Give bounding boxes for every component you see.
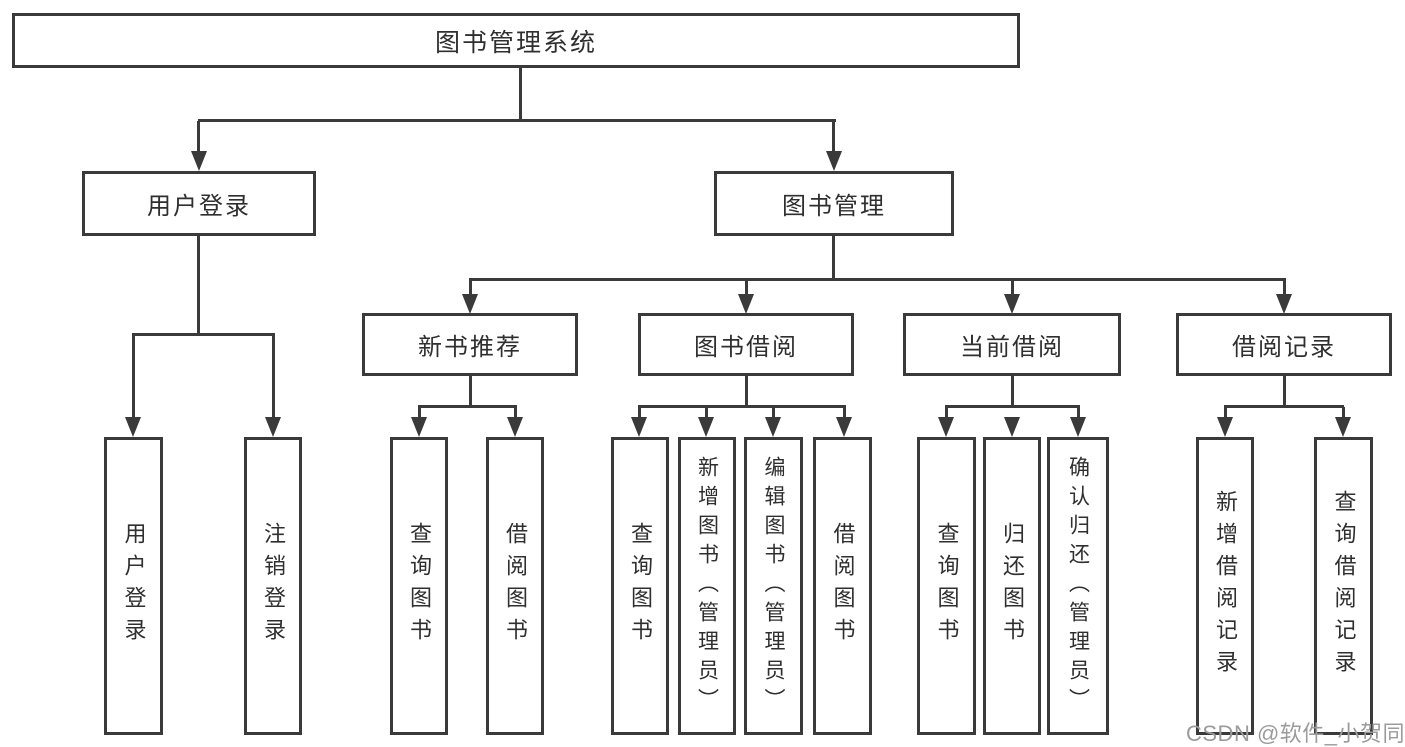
node-borrow-record-label: 借阅记录 <box>1232 334 1336 361</box>
leaf-confirm-return-admin: 确认归还（管理员） <box>1047 437 1109 735</box>
connector-line <box>1077 407 1080 418</box>
connector-line <box>638 405 846 408</box>
connector-line <box>272 335 275 418</box>
arrow-down-icon <box>507 417 523 437</box>
arrow-down-icon <box>462 294 478 314</box>
arrow-down-icon <box>698 417 714 437</box>
arrow-down-icon <box>836 417 852 437</box>
leaf-current-query: 查询图书 <box>917 437 976 735</box>
connector-line <box>132 335 135 418</box>
connector-line <box>418 405 517 408</box>
leaf-logout: 注销登录 <box>244 437 302 735</box>
node-book-management-label: 图书管理 <box>782 193 886 220</box>
node-new-book-recommend-label: 新书推荐 <box>418 334 522 361</box>
node-book-borrow: 图书借阅 <box>638 313 854 376</box>
connector-line <box>469 278 1286 281</box>
connector-line <box>1224 407 1227 418</box>
arrow-down-icon <box>125 417 141 437</box>
connector-line <box>1011 280 1014 295</box>
arrow-down-icon <box>765 417 781 437</box>
leaf-return-book-label: 归还图书 <box>1000 522 1025 650</box>
arrow-down-icon <box>1335 417 1351 437</box>
arrow-down-icon <box>1004 294 1020 314</box>
connector-line <box>1011 376 1014 407</box>
connector-line <box>832 235 835 280</box>
connector-line <box>745 280 748 295</box>
connector-line <box>1342 407 1345 418</box>
leaf-borrow-query: 查询图书 <box>611 437 669 735</box>
connector-line <box>514 407 517 418</box>
leaf-record-add: 新增借阅记录 <box>1196 437 1254 735</box>
connector-line <box>1224 405 1344 408</box>
arrow-down-icon <box>411 417 427 437</box>
node-user-login: 用户登录 <box>82 171 316 236</box>
leaf-borrow-book-label: 借阅图书 <box>830 522 856 650</box>
connector-line <box>945 405 1080 408</box>
connector-line <box>519 68 522 121</box>
connector-line <box>772 407 775 418</box>
node-current-borrow-label: 当前借阅 <box>960 334 1064 361</box>
leaf-logout-label: 注销登录 <box>261 522 286 650</box>
arrow-down-icon <box>826 151 842 171</box>
leaf-confirm-return-admin-label: 确认归还（管理员） <box>1066 455 1090 717</box>
arrow-down-icon <box>191 151 207 171</box>
connector-line <box>197 121 200 152</box>
leaf-newbook-query: 查询图书 <box>390 437 448 735</box>
leaf-newbook-query-label: 查询图书 <box>407 522 432 650</box>
leaf-record-query: 查询借阅记录 <box>1314 437 1373 735</box>
connector-line <box>945 407 948 418</box>
leaf-user-login: 用户登录 <box>104 437 163 735</box>
connector-line <box>132 333 275 336</box>
arrow-down-icon <box>1070 417 1086 437</box>
leaf-borrow-book: 借阅图书 <box>813 437 872 735</box>
connector-line <box>197 235 200 335</box>
node-new-book-recommend: 新书推荐 <box>362 313 578 376</box>
connector-line <box>745 376 748 407</box>
arrow-down-icon <box>265 417 281 437</box>
leaf-user-login-label: 用户登录 <box>121 522 147 650</box>
node-book-borrow-label: 图书借阅 <box>694 334 798 361</box>
connector-line <box>1283 280 1286 295</box>
arrow-down-icon <box>938 417 954 437</box>
connector-line <box>1283 376 1286 407</box>
leaf-newbook-borrow-label: 借阅图书 <box>503 522 528 650</box>
leaf-borrow-add-admin: 新增图书（管理员） <box>678 437 736 735</box>
connector-line <box>469 280 472 295</box>
leaf-newbook-borrow: 借阅图书 <box>486 437 544 735</box>
leaf-borrow-edit-admin-label: 编辑图书（管理员） <box>762 455 785 717</box>
arrow-down-icon <box>1004 417 1020 437</box>
leaf-record-query-label: 查询借阅记录 <box>1331 490 1357 682</box>
connector-line <box>832 121 835 152</box>
node-library-system-label: 图书管理系统 <box>434 28 597 57</box>
leaf-current-query-label: 查询图书 <box>934 522 960 650</box>
connector-line <box>198 119 836 122</box>
node-borrow-record: 借阅记录 <box>1176 313 1392 376</box>
leaf-return-book: 归还图书 <box>983 437 1041 735</box>
watermark-text: CSDN @软件_小贺同学 <box>1186 721 1405 746</box>
connector-line <box>638 407 641 418</box>
node-library-system: 图书管理系统 <box>12 13 1020 68</box>
connector-line <box>469 376 472 407</box>
connector-line <box>705 407 708 418</box>
leaf-borrow-edit-admin: 编辑图书（管理员） <box>744 437 803 735</box>
node-user-login-label: 用户登录 <box>147 193 251 220</box>
connector-line <box>418 407 421 418</box>
arrow-down-icon <box>631 417 647 437</box>
arrow-down-icon <box>1276 294 1292 314</box>
connector-line <box>843 407 846 418</box>
node-current-borrow: 当前借阅 <box>903 313 1121 376</box>
leaf-record-add-label: 新增借阅记录 <box>1213 490 1238 682</box>
node-book-management: 图书管理 <box>714 171 954 236</box>
arrow-down-icon <box>738 294 754 314</box>
arrow-down-icon <box>1217 417 1233 437</box>
leaf-borrow-add-admin-label: 新增图书（管理员） <box>695 455 719 717</box>
leaf-borrow-query-label: 查询图书 <box>628 522 653 650</box>
